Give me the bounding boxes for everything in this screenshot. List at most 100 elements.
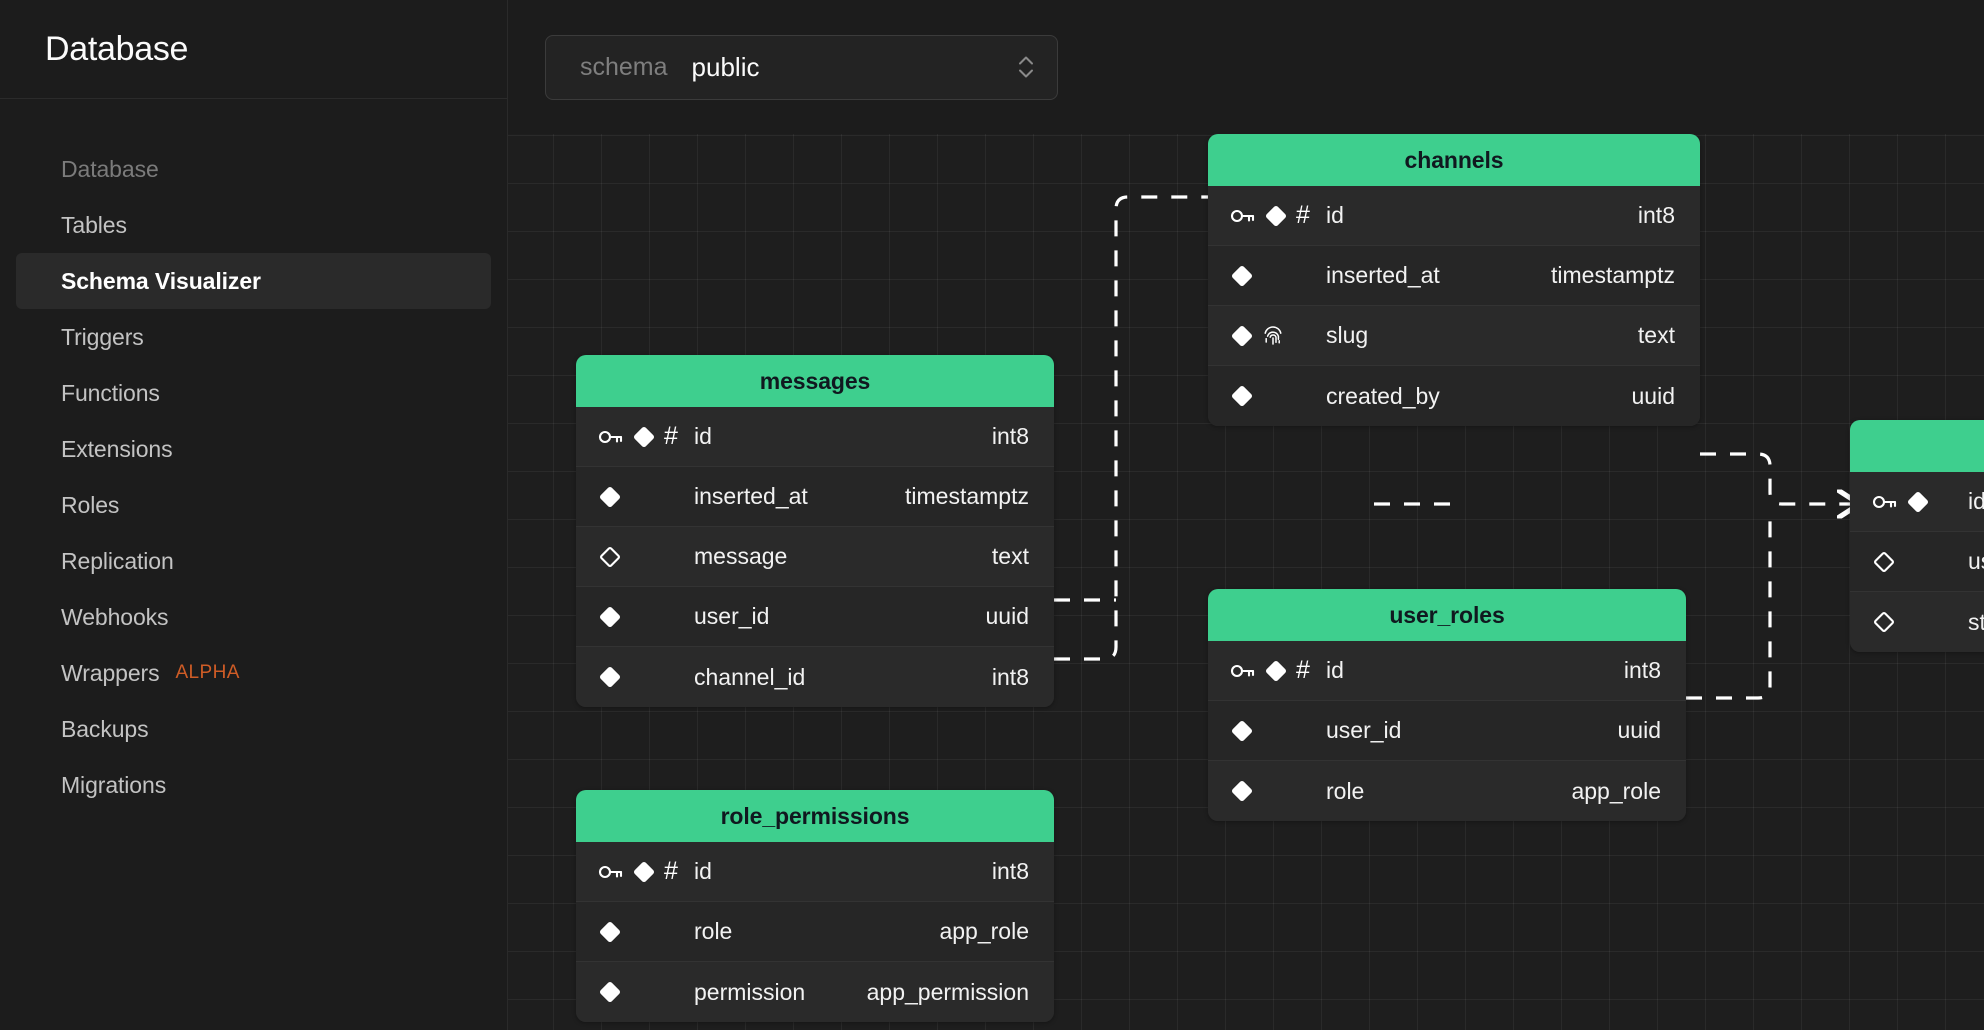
- column-type: int8: [1637, 202, 1675, 228]
- column-type: int8: [991, 663, 1029, 690]
- column-name: use: [1968, 548, 1984, 574]
- primary-key-icon: [1872, 492, 1898, 512]
- sidebar-item-label: Roles: [61, 491, 120, 518]
- column-name: id: [1326, 657, 1344, 683]
- schema-select-label: schema: [580, 52, 668, 81]
- table-node-header[interactable]: [1850, 420, 1984, 472]
- sidebar-item-extensions[interactable]: Extensions: [16, 421, 491, 477]
- column-type: app_permission: [866, 978, 1029, 1005]
- not-null-diamond-icon: [1230, 719, 1254, 743]
- column-name: role: [694, 918, 733, 944]
- number-type-icon: #: [1296, 656, 1310, 684]
- not-null-diamond-icon: [1264, 204, 1288, 228]
- sidebar-item-tables[interactable]: Tables: [16, 197, 491, 253]
- table-node-users[interactable]: id use sta: [1850, 420, 1984, 652]
- nullable-diamond-icon: [1872, 610, 1896, 634]
- number-type-icon: #: [1296, 201, 1310, 229]
- column-type: int8: [1623, 657, 1661, 683]
- sidebar-item-label: Wrappers: [61, 659, 160, 686]
- column-icons: [1872, 550, 1968, 574]
- sidebar-item-backups[interactable]: Backups: [16, 701, 491, 757]
- primary-key-icon: [598, 862, 624, 882]
- column-icons: [1230, 779, 1326, 803]
- table-name: channels: [1404, 146, 1504, 173]
- table-node-header[interactable]: channels: [1208, 134, 1700, 186]
- primary-key-icon: [598, 427, 624, 447]
- sidebar-item-label: Tables: [61, 211, 127, 238]
- column-icons: [1230, 264, 1326, 288]
- sidebar-item-webhooks[interactable]: Webhooks: [16, 589, 491, 645]
- not-null-diamond-icon: [598, 980, 622, 1004]
- table-row[interactable]: slug text: [1208, 306, 1700, 366]
- column-type: uuid: [1631, 382, 1675, 409]
- chevron-up-down-icon: [1015, 50, 1037, 84]
- sidebar-item-label: Replication: [61, 547, 174, 574]
- sidebar-item-functions[interactable]: Functions: [16, 365, 491, 421]
- relationship-edges: [1054, 195, 1984, 700]
- column-name: id: [694, 858, 712, 884]
- schema-select[interactable]: schema public: [545, 34, 1058, 100]
- sidebar-item-roles[interactable]: Roles: [16, 477, 491, 533]
- column-type: timestamptz: [905, 483, 1029, 509]
- column-icons: [1230, 719, 1326, 743]
- table-node-header[interactable]: messages: [576, 355, 1054, 407]
- column-icons: [598, 485, 694, 509]
- table-row[interactable]: # id int8: [1208, 641, 1686, 701]
- column-icons: [598, 980, 694, 1004]
- column-icons: [598, 920, 694, 944]
- column-name: sta: [1968, 608, 1984, 635]
- sidebar-item-label: Database: [61, 155, 159, 182]
- column-icons: [1872, 610, 1968, 634]
- column-name: inserted_at: [1326, 262, 1440, 288]
- table-node-header[interactable]: user_roles: [1208, 589, 1686, 641]
- sidebar-item-database[interactable]: Database: [16, 141, 491, 197]
- table-node-header[interactable]: role_permissions: [576, 790, 1054, 842]
- sidebar-item-triggers[interactable]: Triggers: [16, 309, 491, 365]
- sidebar-item-schema-visualizer[interactable]: Schema Visualizer: [16, 253, 491, 309]
- column-name: slug: [1326, 322, 1369, 348]
- table-row[interactable]: use: [1850, 532, 1984, 592]
- nullable-diamond-icon: [598, 545, 622, 569]
- table-row[interactable]: sta: [1850, 592, 1984, 652]
- sidebar-item-label: Triggers: [61, 323, 144, 350]
- table-row[interactable]: role app_role: [576, 902, 1054, 962]
- not-null-diamond-icon: [632, 425, 656, 449]
- sidebar-item-label: Functions: [61, 379, 160, 406]
- main-panel: schema public: [508, 0, 1984, 1030]
- sidebar-item-migrations[interactable]: Migrations: [16, 757, 491, 813]
- primary-key-icon: [1230, 206, 1256, 226]
- not-null-diamond-icon: [598, 485, 622, 509]
- column-type: text: [1637, 322, 1675, 348]
- column-icons: [1872, 490, 1968, 514]
- sidebar-item-replication[interactable]: Replication: [16, 533, 491, 589]
- table-row[interactable]: id: [1850, 472, 1984, 532]
- column-icons: [598, 665, 694, 689]
- column-type: app_role: [939, 918, 1029, 944]
- column-type: text: [991, 543, 1029, 569]
- number-type-icon: #: [664, 857, 678, 885]
